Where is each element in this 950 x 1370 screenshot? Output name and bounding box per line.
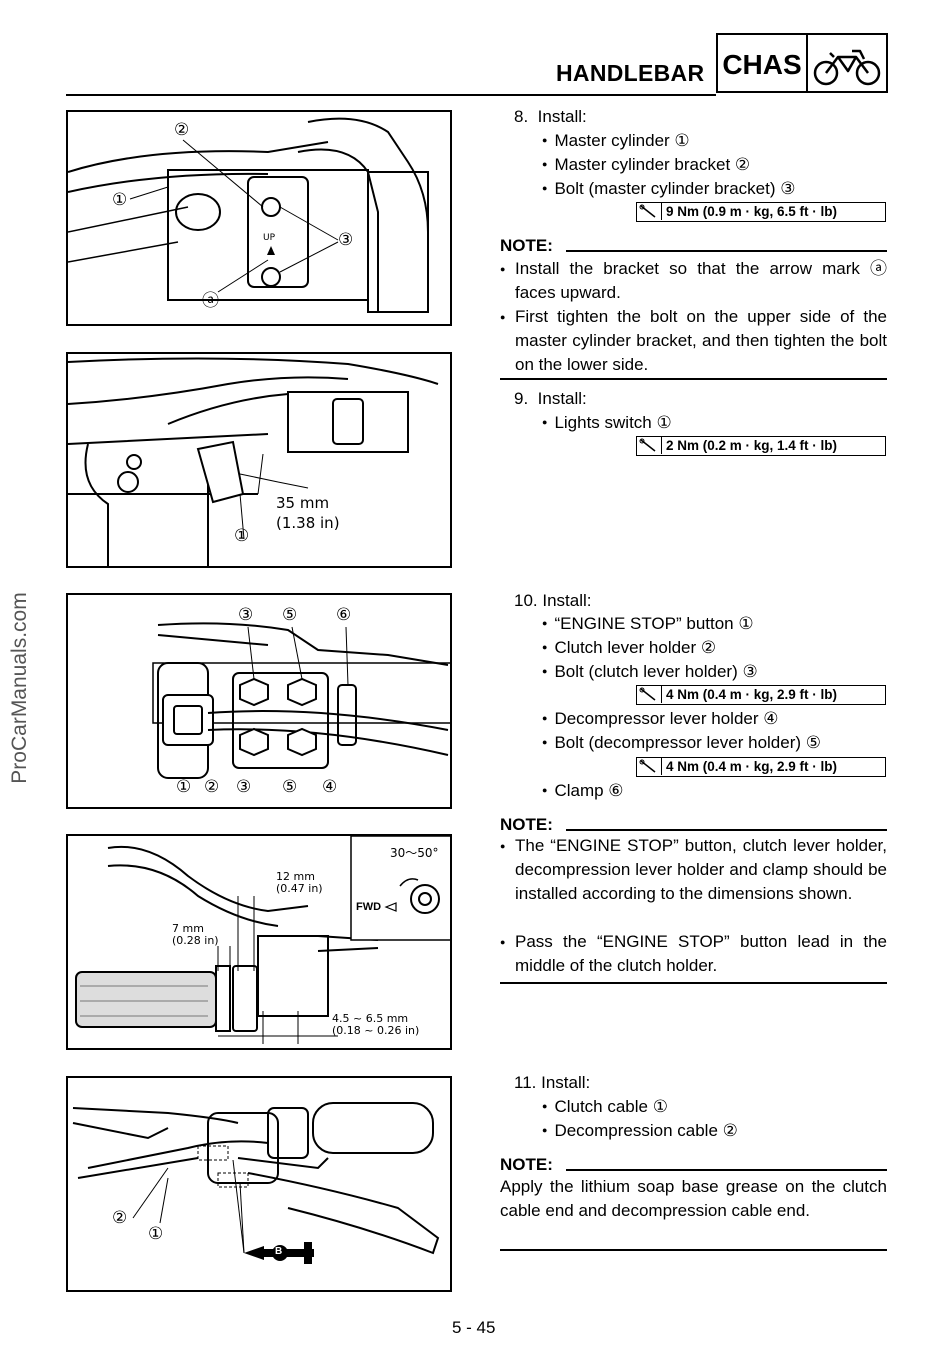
section-title: HANDLEBAR [556,60,705,86]
step-9-number: 9. [514,389,529,408]
step-10-note-2: ●Pass the “ENGINE STOP” button lead in t… [500,930,887,978]
step-10-item-5: Bolt (decompressor lever holder) ⑤ [542,731,821,757]
step-8-torque: 9 Nm (0.9 m · kg, 6.5 ft · lb) [636,202,886,222]
note-end-rule [500,1249,887,1251]
note-rule [566,250,887,252]
fig4-dim1-mm: 12 mm [276,870,315,883]
fig4-dim2-in: (0.28 in) [172,934,219,947]
step-8-note-1-text: Install the bracket so that the arrow ma… [515,259,887,302]
page-number: 5 - 45 [452,1318,496,1337]
step-10-torque-1: 4 Nm (0.4 m · kg, 2.9 ft · lb) [636,685,886,705]
fig3-label-bottom-3: ③ [236,777,252,797]
figure-cables: ② ① B [66,1076,452,1292]
step-8-torque-value: 9 Nm (0.9 m · kg, 6.5 ft · lb) [666,204,838,219]
note-rule [566,829,887,831]
step-10-item-4: Decompressor lever holder ④ [542,707,778,733]
watermark: ProCarManuals.com [8,592,31,784]
fig2-dim-in: (1.38 in) [276,514,340,532]
step-11-note-title: NOTE: [500,1155,553,1174]
step-11-note-text: Apply the lithium soap base grease on th… [500,1177,887,1220]
step-10-item-6: Clamp ⑥ [542,779,623,805]
step-10-note-1-text: The “ENGINE STOP” button, clutch lever h… [515,836,887,903]
note-rule [566,1169,887,1171]
fig3-label-top-3: ③ [238,605,254,625]
fig4-dim1-in: (0.47 in) [276,882,323,895]
step-10-item-2: Clutch lever holder ② [542,636,716,662]
step-9-torque-value: 2 Nm (0.2 m · kg, 1.4 ft · lb) [666,438,838,453]
step-11-heading: 11. Install: [514,1071,590,1095]
grease-b-icon: B [275,1246,283,1257]
fig3-label-top-6: ⑥ [336,605,352,625]
step-8-item-3: Bolt (master cylinder bracket) ③ [542,177,795,203]
fig1-label-2: ② [174,120,190,140]
step-10-note-title: NOTE: [500,815,553,834]
fig3-label-bottom-4: ④ [322,777,338,797]
fig1-label-a: ⓐ [202,291,219,311]
step-9-torque: 2 Nm (0.2 m · kg, 1.4 ft · lb) [636,436,886,456]
fig1-label-3: ③ [338,230,354,250]
figure-master-cylinder: UP ② ① ③ ⓐ [66,110,452,326]
motorcycle-icon [806,33,888,93]
step-8-item-2: Master cylinder bracket ② [542,153,750,179]
fig4-fwd: FWD [356,901,382,913]
step-10-torque-2: 4 Nm (0.4 m · kg, 2.9 ft · lb) [636,757,886,777]
step-10-torque-1-value: 4 Nm (0.4 m · kg, 2.9 ft · lb) [666,687,838,702]
fig4-dim3-mm: 4.5 ~ 6.5 mm [332,1012,409,1025]
figure-dimensions: 12 mm (0.47 in) 7 mm (0.28 in) 4.5 ~ 6.5… [66,834,452,1050]
note-end-rule [500,982,887,984]
fig3-label-bottom-2: ② [204,777,220,797]
svg-text:UP: UP [263,233,276,243]
step-10-action: Install: [542,591,592,610]
torque-wrench-icon [637,203,662,220]
step-8-number: 8. [514,107,529,126]
step-10-item-3: Bolt (clutch lever holder) ③ [542,660,757,686]
figure-lights-switch: 35 mm (1.38 in) ① [66,352,452,568]
fig4-angle: 30～50° [390,846,439,860]
fig4-dim2-mm: 7 mm [172,922,204,935]
step-9-action: Install: [537,389,587,408]
header-rule [66,94,716,96]
fig5-label-1: ① [148,1224,164,1244]
fig3-label-bottom-5: ⑤ [282,777,298,797]
step-10-heading: 10. Install: [514,589,592,613]
fig4-dim3-in: (0.18 ~ 0.26 in) [332,1024,420,1037]
step-9-heading: 9. Install: [514,387,587,411]
step-8-note-2-text: First tighten the bolt on the upper side… [515,307,887,374]
step-11-action: Install: [541,1073,591,1092]
fig3-label-bottom-1: ① [176,777,192,797]
step-10-note-1: ●The “ENGINE STOP” button, clutch lever … [500,834,887,906]
step-8-heading: 8. Install: [514,105,587,129]
step-10-item-1: “ENGINE STOP” button ① [542,612,753,638]
step-11-item-1: Clutch cable ① [542,1095,668,1121]
step-8-note-title: NOTE: [500,236,553,255]
fig3-label-top-5: ⑤ [282,605,298,625]
fig2-label-1: ① [234,526,250,546]
step-8-note-2: ●First tighten the bolt on the upper sid… [500,305,887,377]
fig1-label-1: ① [112,190,128,210]
step-11-item-2: Decompression cable ② [542,1119,737,1145]
step-10-torque-2-value: 4 Nm (0.4 m · kg, 2.9 ft · lb) [666,759,838,774]
step-9-item-1: Lights switch ① [542,411,671,437]
step-8-item-1: Master cylinder ① [542,129,689,155]
chapter-label: CHAS [716,33,806,93]
step-11-number: 11. [514,1073,537,1092]
torque-wrench-icon [637,758,662,775]
torque-wrench-icon [637,686,662,703]
step-10-number: 10. [514,591,538,610]
step-8-note-1: ●Install the bracket so that the arrow m… [500,257,887,305]
note-end-rule [500,378,887,380]
step-10-note-2-text: Pass the “ENGINE STOP” button lead in th… [515,932,887,975]
figure-clutch-holder: ③ ⑤ ⑥ ① ② ③ ⑤ ④ [66,593,452,809]
fig2-dim-mm: 35 mm [276,494,330,512]
torque-wrench-icon [637,437,662,454]
step-8-action: Install: [537,107,587,126]
fig5-label-2: ② [112,1208,128,1228]
